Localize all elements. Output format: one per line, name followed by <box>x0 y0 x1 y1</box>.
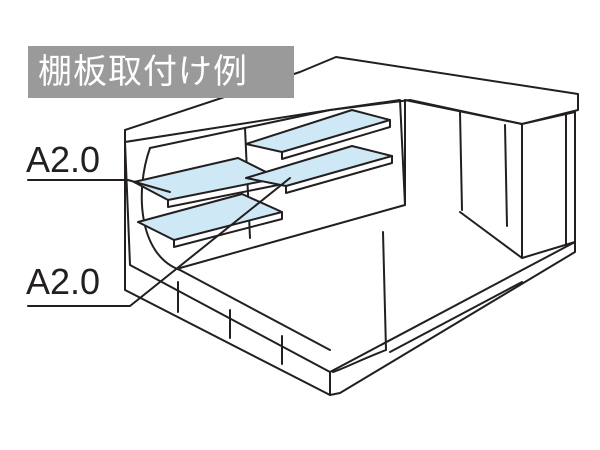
shelf-lower-right <box>245 145 393 187</box>
leader-line-lower <box>27 177 291 307</box>
shelf-lower-left-edge <box>173 211 283 248</box>
left-wall <box>124 141 331 396</box>
floor-front-edge <box>329 241 576 396</box>
door-rail <box>389 281 523 353</box>
door-jamb <box>332 231 387 373</box>
back-wall <box>149 99 406 269</box>
back-wall-seam-3 <box>459 111 463 211</box>
shelf-upper-right-edge <box>281 119 391 160</box>
shelf-label-lower: A2.0 <box>26 261 101 302</box>
door-post <box>521 111 576 259</box>
leader-line-upper <box>27 179 171 193</box>
shelf-lower-right-edge <box>285 155 393 194</box>
right-wall <box>404 99 523 259</box>
shelf-label-upper: A2.0 <box>26 139 101 180</box>
right-wall-seam <box>504 124 508 227</box>
diagram-title: 棚板取付け例 <box>28 46 294 98</box>
